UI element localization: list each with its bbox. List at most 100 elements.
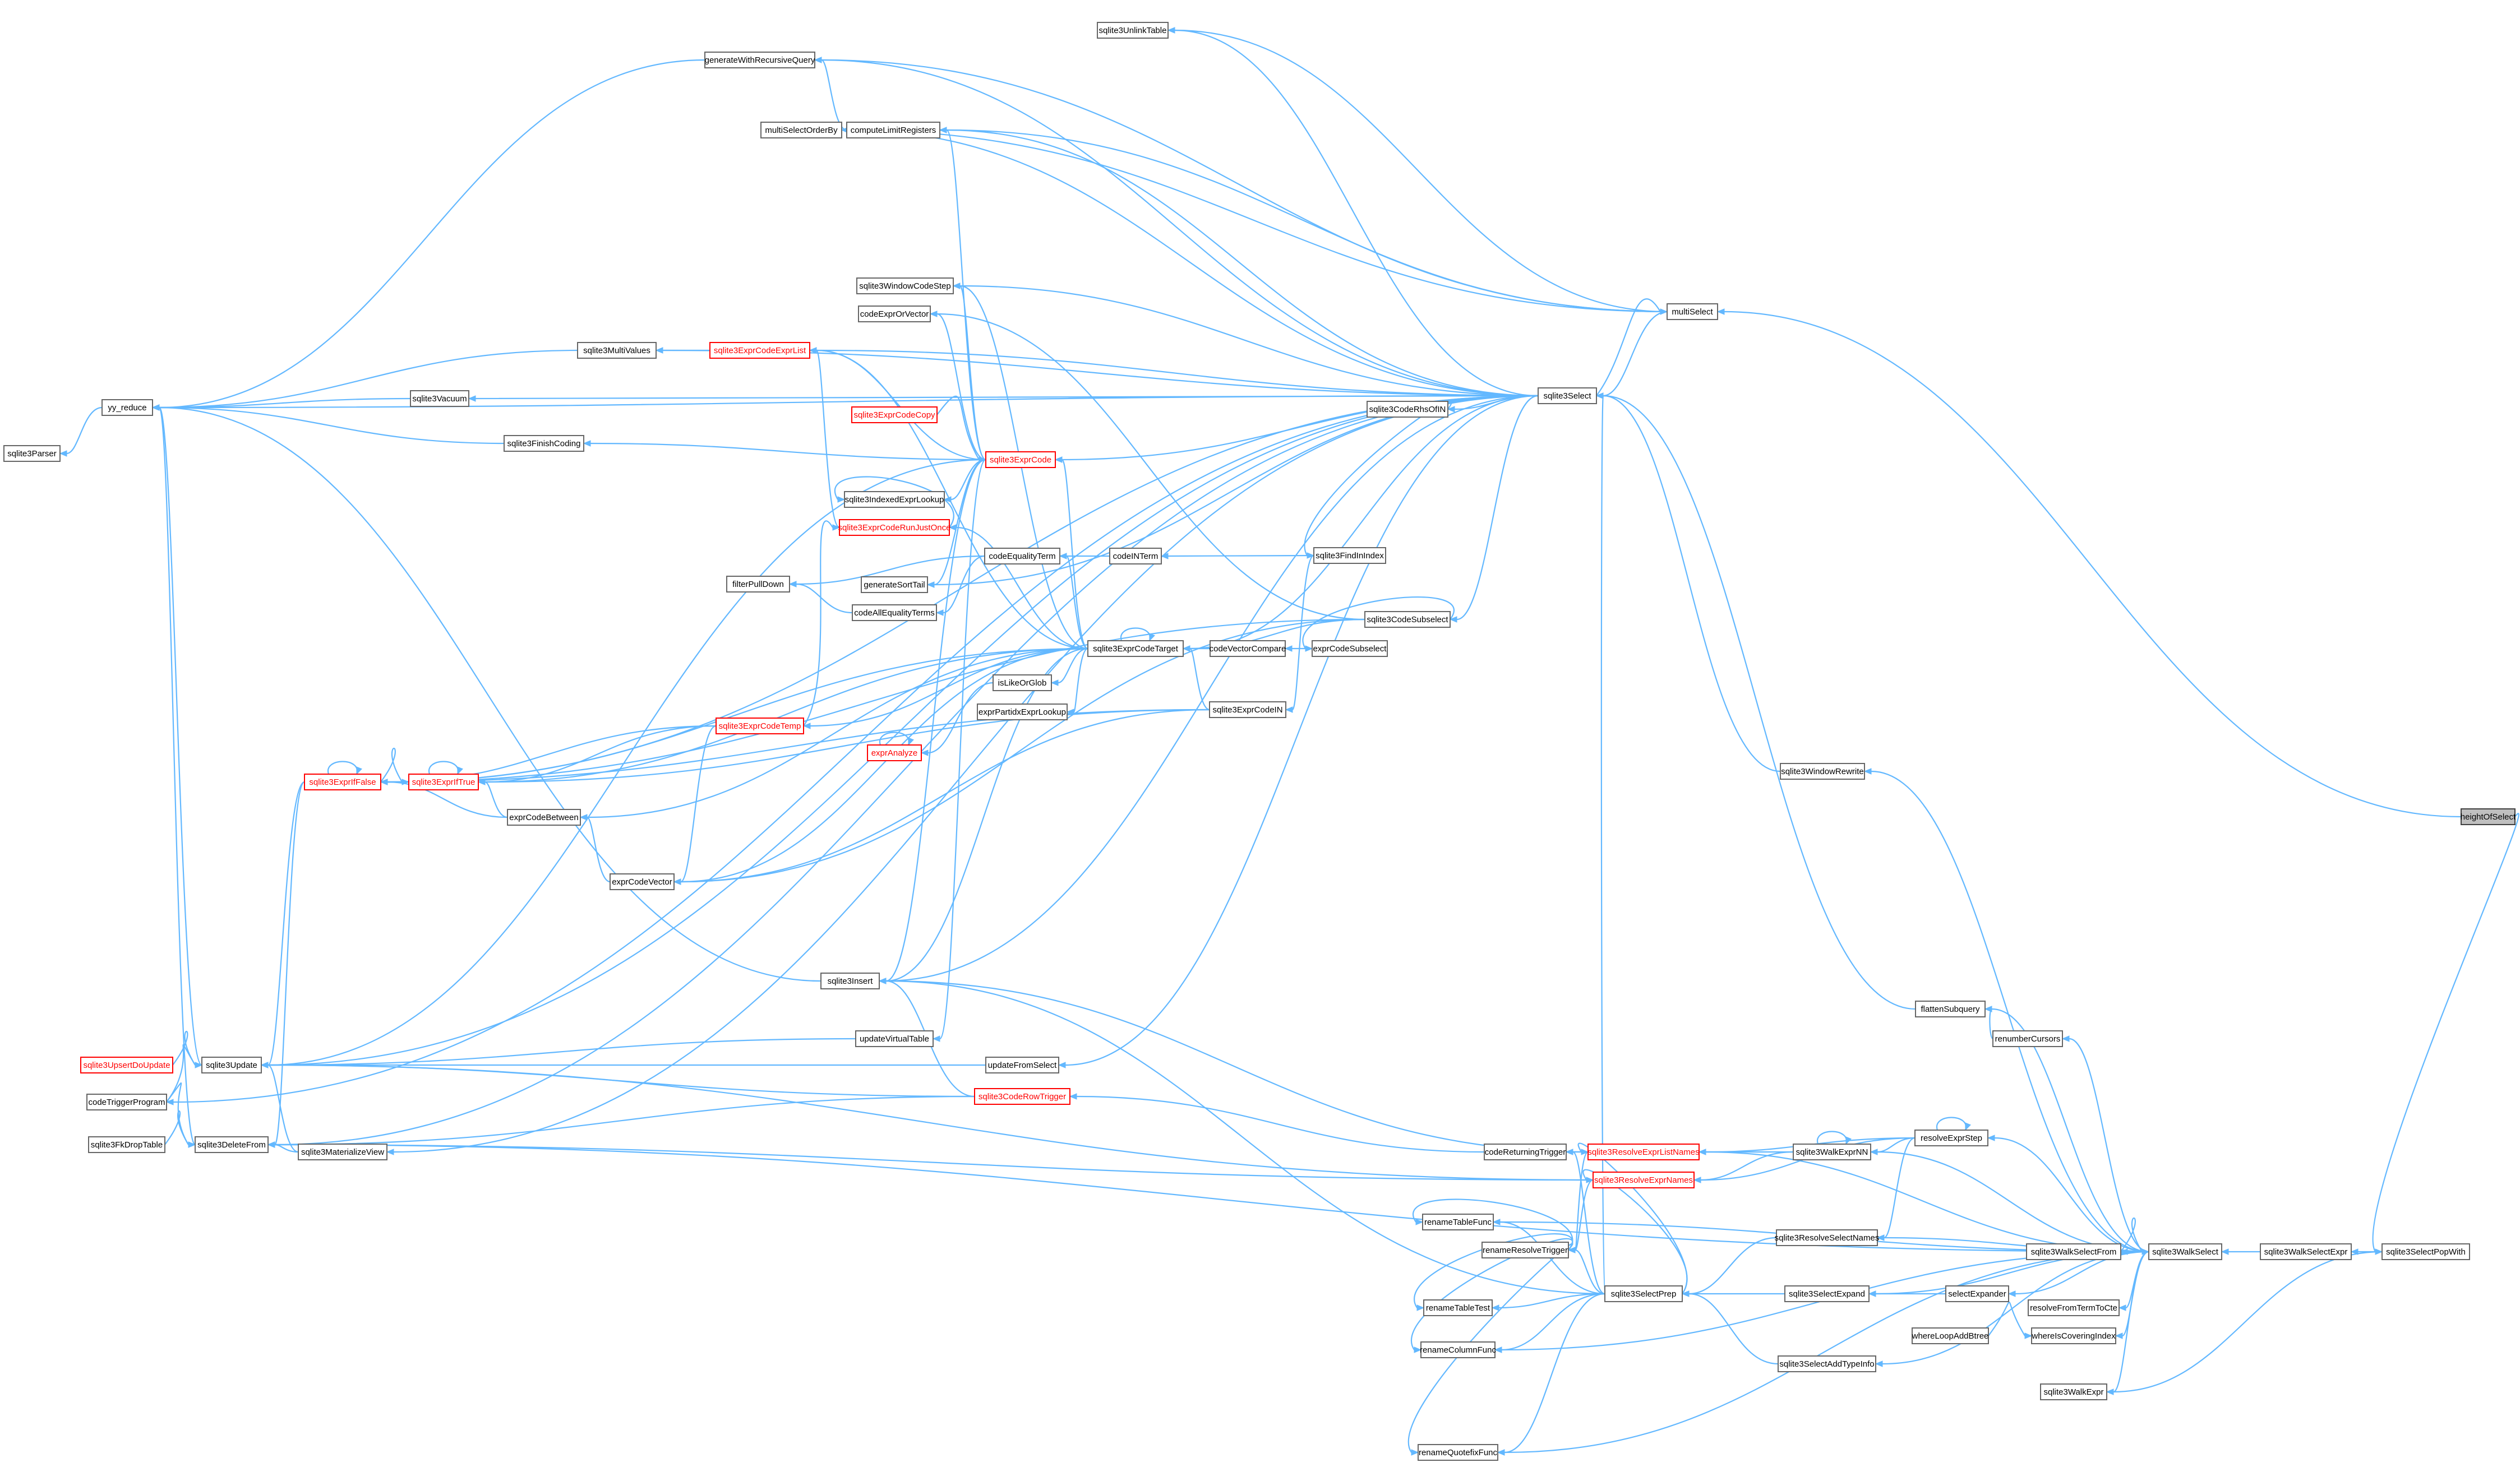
node-sqlite3IndexedExprLookup[interactable]: sqlite3IndexedExprLookup <box>844 491 945 508</box>
node-sqlite3ExprIfTrue[interactable]: sqlite3ExprIfTrue <box>408 774 479 790</box>
node-sqlite3Insert[interactable]: sqlite3Insert <box>820 973 880 989</box>
node-sqlite3ExprCodeTarget[interactable]: sqlite3ExprCodeTarget <box>1087 640 1184 657</box>
node-renameTableTest[interactable]: renameTableTest <box>1423 1299 1493 1316</box>
node-sqlite3ExprCodeTemp[interactable]: sqlite3ExprCodeTemp <box>716 718 804 734</box>
node-renameColumnFunc[interactable]: renameColumnFunc <box>1420 1341 1496 1358</box>
node-label: sqlite3SelectPopWith <box>2386 1247 2466 1257</box>
node-generateWithRecursiveQuery[interactable]: generateWithRecursiveQuery <box>704 52 815 68</box>
node-multiSelect[interactable]: multiSelect <box>1667 303 1718 320</box>
node-sqlite3SelectPopWith[interactable]: sqlite3SelectPopWith <box>2381 1243 2470 1260</box>
node-whereLoopAddBtree[interactable]: whereLoopAddBtree <box>1912 1327 1989 1344</box>
edge-sqlite3CodeSubselect-to-codeExprOrVector <box>936 313 1365 621</box>
node-codeINTerm[interactable]: codeINTerm <box>1109 548 1162 564</box>
edge-sqlite3DeleteFrom-to-yy_reduce <box>158 406 196 1146</box>
node-whereIsCoveringIndex[interactable]: whereIsCoveringIndex <box>2031 1327 2116 1344</box>
node-label: exprAnalyze <box>871 748 918 758</box>
node-sqlite3UnlinkTable[interactable]: sqlite3UnlinkTable <box>1097 22 1169 39</box>
node-box <box>1776 1229 1878 1246</box>
node-sqlite3ResolveExprNames[interactable]: sqlite3ResolveExprNames <box>1593 1172 1695 1188</box>
node-box <box>2031 1327 2116 1344</box>
node-exprPartidxExprLookup[interactable]: exprPartidxExprLookup <box>977 704 1068 720</box>
node-sqlite3FindInIndex[interactable]: sqlite3FindInIndex <box>1313 547 1386 564</box>
edge-sqlite3Select-to-computeLimitRegisters <box>946 129 1539 397</box>
node-box <box>504 435 584 452</box>
node-sqlite3CodeRhsOfIN[interactable]: sqlite3CodeRhsOfIN <box>1367 401 1448 418</box>
node-selectExpander[interactable]: selectExpander <box>1945 1285 2009 1302</box>
node-updateFromSelect[interactable]: updateFromSelect <box>985 1057 1059 1073</box>
node-sqlite3WalkExpr[interactable]: sqlite3WalkExpr <box>2040 1383 2107 1400</box>
node-box <box>709 342 810 359</box>
node-label: codeVectorCompare <box>1210 644 1286 654</box>
node-yy_reduce[interactable]: yy_reduce <box>101 399 153 416</box>
edge-arrowhead <box>188 1141 196 1148</box>
node-sqlite3ExprCodeCopy[interactable]: sqlite3ExprCodeCopy <box>851 406 938 423</box>
node-codeAllEqualityTerms[interactable]: codeAllEqualityTerms <box>852 604 937 621</box>
edge-sqlite3ExprCodeRunJustOnce-to-sqlite3ExprCodeExprList <box>815 349 840 529</box>
node-sqlite3Parser[interactable]: sqlite3Parser <box>3 445 61 462</box>
node-label: sqlite3WindowRewrite <box>1781 767 1864 776</box>
node-sqlite3CodeSubselect[interactable]: sqlite3CodeSubselect <box>1364 611 1451 628</box>
node-sqlite3ExprCode[interactable]: sqlite3ExprCode <box>985 451 1056 468</box>
edge-sqlite3ExprIfFalse-to-sqlite3DeleteFrom <box>274 781 306 1146</box>
node-codeReturningTrigger[interactable]: codeReturningTrigger <box>1484 1144 1567 1160</box>
node-exprCodeBetween[interactable]: exprCodeBetween <box>507 809 581 826</box>
node-computeLimitRegisters[interactable]: computeLimitRegisters <box>846 122 940 138</box>
node-box <box>80 1057 173 1073</box>
node-updateVirtualTable[interactable]: updateVirtualTable <box>855 1030 934 1047</box>
edge-sqlite3WalkSelect-to-whereIsCoveringIndex <box>2122 1251 2149 1337</box>
node-exprCodeSubselect[interactable]: exprCodeSubselect <box>1312 640 1388 657</box>
node-sqlite3WalkSelectExpr[interactable]: sqlite3WalkSelectExpr <box>2260 1243 2352 1260</box>
node-renumberCursors[interactable]: renumberCursors <box>1992 1030 2063 1047</box>
node-sqlite3UpsertDoUpdate[interactable]: sqlite3UpsertDoUpdate <box>80 1057 173 1073</box>
node-resolveExprStep[interactable]: resolveExprStep <box>1914 1130 1988 1146</box>
node-codeVectorCompare[interactable]: codeVectorCompare <box>1210 640 1286 657</box>
node-sqlite3ExprCodeIN[interactable]: sqlite3ExprCodeIN <box>1209 701 1286 718</box>
node-sqlite3Select[interactable]: sqlite3Select <box>1538 387 1597 404</box>
node-renameResolveTrigger[interactable]: renameResolveTrigger <box>1481 1242 1569 1258</box>
node-sqlite3ExprCodeRunJustOnce[interactable]: sqlite3ExprCodeRunJustOnce <box>838 519 951 536</box>
node-sqlite3WindowRewrite[interactable]: sqlite3WindowRewrite <box>1780 763 1865 780</box>
graph-edges <box>59 27 2519 1456</box>
node-generateSortTail[interactable]: generateSortTail <box>861 576 928 593</box>
node-sqlite3Update[interactable]: sqlite3Update <box>201 1057 262 1073</box>
node-codeExprOrVector[interactable]: codeExprOrVector <box>858 306 931 322</box>
node-exprAnalyze[interactable]: exprAnalyze <box>867 744 922 761</box>
edge-arrowhead <box>878 978 887 984</box>
node-resolveFromTermToCte[interactable]: resolveFromTermToCte <box>2028 1299 2120 1316</box>
edge-arrowhead <box>1984 1006 1992 1012</box>
edge-multiSelect-to-generateWithRecursiveQuery <box>821 59 1668 313</box>
node-sqlite3WindowCodeStep[interactable]: sqlite3WindowCodeStep <box>856 277 954 294</box>
node-sqlite3ExprIfFalse[interactable]: sqlite3ExprIfFalse <box>304 774 381 790</box>
node-codeTriggerProgram[interactable]: codeTriggerProgram <box>86 1094 167 1110</box>
node-sqlite3WalkSelectFrom[interactable]: sqlite3WalkSelectFrom <box>2026 1243 2121 1260</box>
node-sqlite3SelectPrep[interactable]: sqlite3SelectPrep <box>1604 1285 1683 1302</box>
node-sqlite3CodeRowTrigger[interactable]: sqlite3CodeRowTrigger <box>974 1088 1070 1105</box>
node-sqlite3Vacuum[interactable]: sqlite3Vacuum <box>410 390 469 407</box>
node-sqlite3ResolveSelectNames[interactable]: sqlite3ResolveSelectNames <box>1775 1229 1880 1246</box>
node-sqlite3ResolveExprListNames[interactable]: sqlite3ResolveExprListNames <box>1587 1144 1700 1160</box>
node-sqlite3FinishCoding[interactable]: sqlite3FinishCoding <box>504 435 584 452</box>
node-sqlite3ExprCodeExprList[interactable]: sqlite3ExprCodeExprList <box>709 342 810 359</box>
edge-sqlite3WalkExprNN-to-sqlite3ResolveExprNames <box>1700 1151 1794 1181</box>
edge-sqlite3ExprCodeTemp-to-sqlite3ExprCodeRunJustOnce <box>803 520 833 726</box>
node-sqlite3SelectAddTypeInfo[interactable]: sqlite3SelectAddTypeInfo <box>1778 1355 1876 1372</box>
node-label: resolveExprStep <box>1921 1133 1982 1143</box>
node-isLikeOrGlob[interactable]: isLikeOrGlob <box>993 674 1052 691</box>
node-heightOfSelect[interactable]: heightOfSelect <box>2461 808 2516 825</box>
node-renameTableFunc[interactable]: renameTableFunc <box>1422 1214 1494 1230</box>
node-sqlite3MultiValues[interactable]: sqlite3MultiValues <box>577 342 657 359</box>
node-sqlite3FkDropTable[interactable]: sqlite3FkDropTable <box>88 1136 165 1153</box>
node-exprCodeVector[interactable]: exprCodeVector <box>610 873 675 890</box>
node-filterPullDown[interactable]: filterPullDown <box>726 576 790 593</box>
edge-arrowhead <box>1876 1234 1885 1241</box>
node-codeEqualityTerm[interactable]: codeEqualityTerm <box>984 548 1060 564</box>
node-sqlite3SelectExpand[interactable]: sqlite3SelectExpand <box>1784 1285 1870 1302</box>
node-box <box>704 52 815 68</box>
node-multiSelectOrderBy[interactable]: multiSelectOrderBy <box>760 122 842 138</box>
node-sqlite3DeleteFrom[interactable]: sqlite3DeleteFrom <box>195 1136 269 1153</box>
node-flattenSubquery[interactable]: flattenSubquery <box>1915 1001 1986 1017</box>
node-sqlite3WalkSelect[interactable]: sqlite3WalkSelect <box>2148 1243 2222 1260</box>
node-sqlite3MaterializeView[interactable]: sqlite3MaterializeView <box>298 1144 387 1160</box>
node-renameQuotefixFunc[interactable]: renameQuotefixFunc <box>1418 1444 1498 1461</box>
node-sqlite3WalkExprNN[interactable]: sqlite3WalkExprNN <box>1793 1144 1871 1160</box>
